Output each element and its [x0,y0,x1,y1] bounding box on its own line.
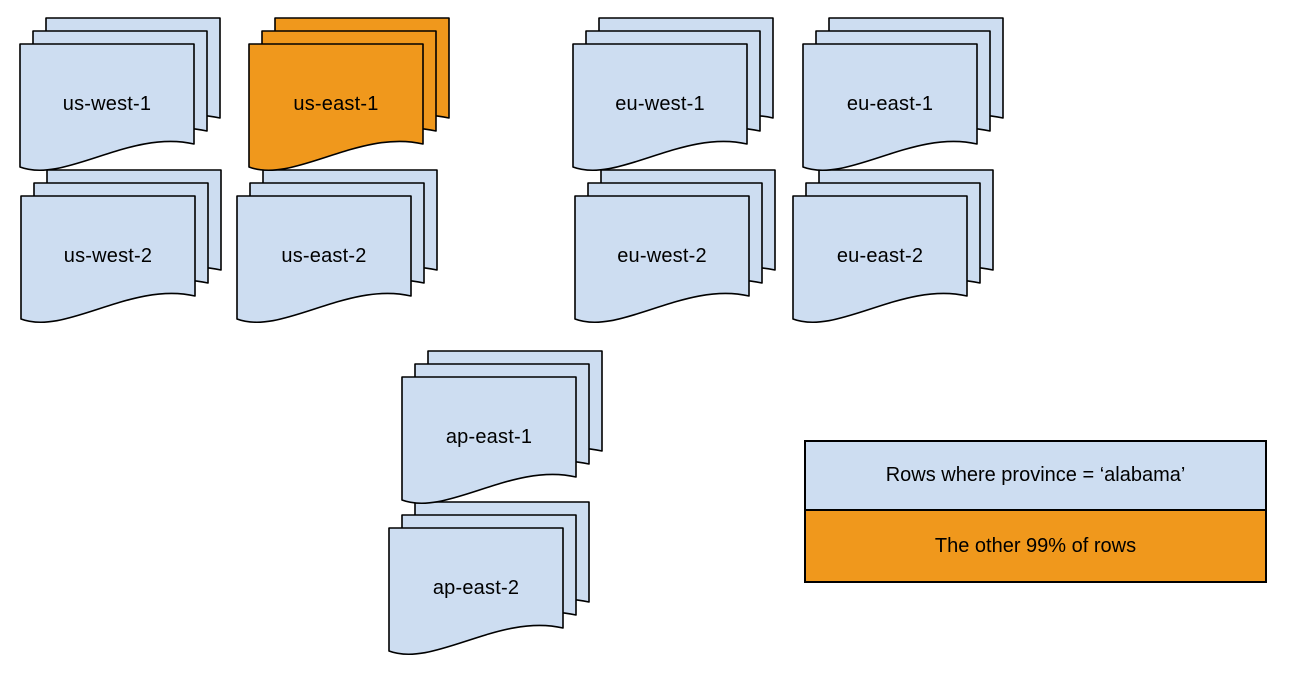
region-stack-eu-east-2: eu-east-2 [792,169,995,326]
region-label-us-east-1: us-east-1 [293,92,379,115]
region-stack-ap-east-1: ap-east-1 [401,350,604,507]
legend: Rows where province = ‘alabama’ The othe… [804,440,1267,583]
document-stack-icon [572,17,774,172]
region-label-us-west-1: us-west-1 [62,92,152,115]
region-label-ap-east-1: ap-east-1 [445,425,533,448]
region-label-eu-west-1: eu-west-1 [615,92,705,115]
region-stack-us-east-1: us-east-1 [248,17,451,174]
region-label-us-east-2: us-east-2 [281,244,367,267]
document-stack-icon [388,501,590,656]
document-stack-icon [20,169,222,324]
region-stack-us-west-1: us-west-1 [19,17,222,174]
region-label-us-west-2: us-west-2 [63,244,153,267]
document-stack-icon [248,17,450,172]
document-stack-icon [802,17,1004,172]
document-stack-icon [236,169,438,324]
legend-label-plain: Rows where province = ‘alabama’ [885,464,1186,486]
legend-row-plain: Rows where province = ‘alabama’ [806,442,1265,511]
legend-row-highlight: The other 99% of rows [806,511,1265,581]
region-stack-eu-west-2: eu-west-2 [574,169,777,326]
region-label-eu-east-2: eu-east-2 [836,244,924,267]
document-stack-icon [792,169,994,324]
region-label-eu-east-1: eu-east-1 [846,92,934,115]
document-stack-icon [574,169,776,324]
region-stack-us-west-2: us-west-2 [20,169,223,326]
region-stack-eu-east-1: eu-east-1 [802,17,1005,174]
document-stack-icon [19,17,221,172]
region-label-ap-east-2: ap-east-2 [432,576,520,599]
region-label-eu-west-2: eu-west-2 [617,244,707,267]
legend-label-highlight: The other 99% of rows [934,534,1137,557]
region-stack-eu-west-1: eu-west-1 [572,17,775,174]
region-stack-us-east-2: us-east-2 [236,169,439,326]
region-stack-ap-east-2: ap-east-2 [388,501,591,658]
document-stack-icon [401,350,603,505]
